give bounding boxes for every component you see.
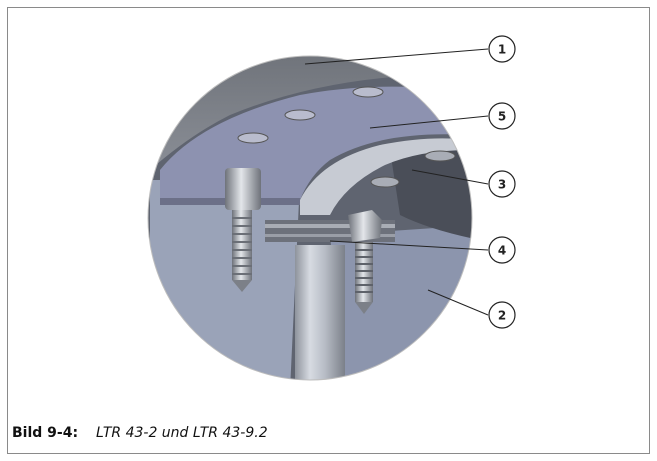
lower-body xyxy=(150,180,300,380)
svg-text:5: 5 xyxy=(498,110,506,124)
leader-lines xyxy=(304,48,489,316)
callout-3: 3 xyxy=(488,170,516,198)
callout-2: 2 xyxy=(488,301,516,329)
figure-caption: Bild 9-4: LTR 43-2 und LTR 43-9.2 xyxy=(12,425,268,447)
svg-text:2: 2 xyxy=(498,309,506,323)
callout-4: 4 xyxy=(488,236,516,264)
caption-text: LTR 43-2 und LTR 43-9.2 xyxy=(96,425,268,441)
svg-text:1: 1 xyxy=(498,43,506,57)
callout-1: 1 xyxy=(488,35,516,63)
flange xyxy=(300,138,470,215)
svg-text:3: 3 xyxy=(498,178,506,192)
caption-label: Bild 9-4: xyxy=(12,425,79,441)
detail-view xyxy=(148,56,472,380)
callout-5: 5 xyxy=(488,102,516,130)
shaft xyxy=(295,245,345,380)
right-bolt xyxy=(348,210,382,314)
left-bolt xyxy=(225,168,261,292)
svg-text:4: 4 xyxy=(498,244,506,258)
